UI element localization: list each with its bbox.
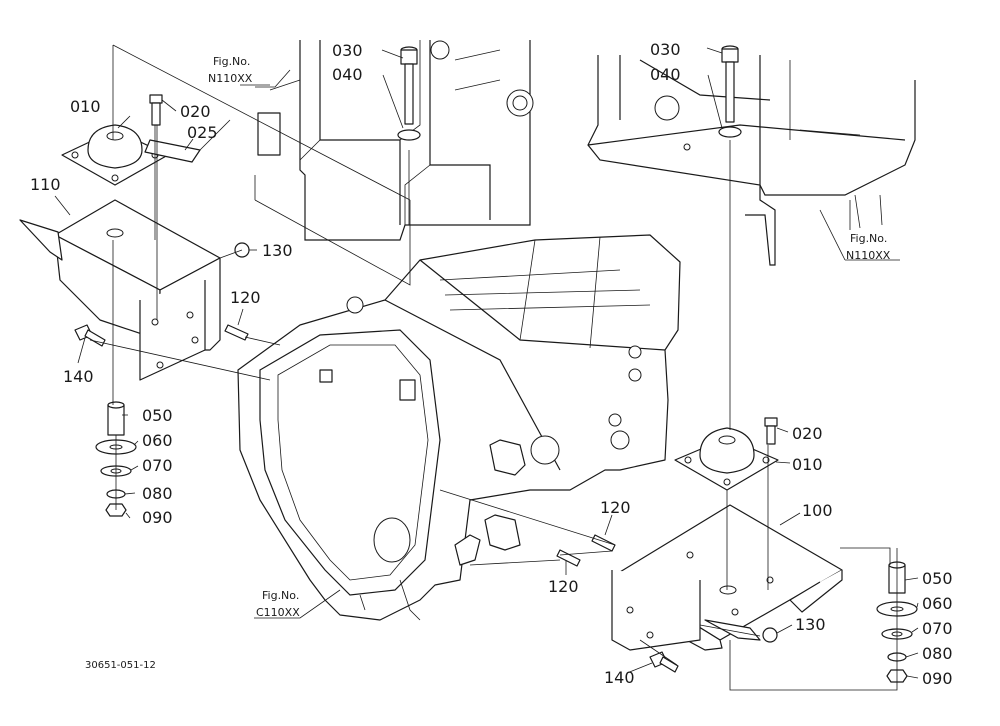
transmission-housing [237,234,681,621]
bolt-030-right [721,45,739,123]
figref-top-right-line1: Fig.No. [850,232,887,245]
document-code: 30651-051-12 [85,660,156,671]
bracket-110 [19,199,221,381]
stud-120-right-lower [556,549,581,567]
label-020-left: 020 [180,102,211,121]
label-060-right: 060 [922,594,953,613]
label-140-left: 140 [63,367,94,386]
label-080-right: 080 [922,644,953,663]
label-050-right: 050 [922,569,953,588]
washer-040-right [718,126,742,138]
figref-top-right-line2: N110XX [846,249,891,262]
label-080-left: 080 [142,484,173,503]
label-060-left: 060 [142,431,173,450]
figref-top-left-line2: N110XX [208,72,253,85]
label-010-left: 010 [70,97,101,116]
label-090-right: 090 [922,669,953,688]
label-130-right: 130 [795,615,826,634]
label-070-right: 070 [922,619,953,638]
bolt-140-right [649,651,679,673]
stud-120-left [224,324,249,341]
figref-bottom-line1: Fig.No. [262,589,299,602]
label-120-right-lower: 120 [548,577,579,596]
frame-top-left [257,40,534,241]
label-030-left: 030 [332,41,363,60]
rubber-mount-left [61,124,169,186]
assembly-guide-lines [89,44,898,691]
label-130-left: 130 [262,241,293,260]
label-140-right: 140 [604,668,635,687]
plate-025 [144,139,201,163]
rubber-mount-right [674,427,779,491]
bolt-030-left [400,46,418,125]
label-010-right: 010 [792,455,823,474]
label-020-right: 020 [792,424,823,443]
label-040-right: 040 [650,65,681,84]
label-030-right: 030 [650,40,681,59]
frame-top-right [587,55,916,266]
stud-120-right-upper [591,534,616,552]
bracket-100 [611,504,843,651]
label-090-left: 090 [142,508,173,527]
leader-lines [54,47,919,679]
label-120-left: 120 [230,288,261,307]
bolt-020-right [764,417,778,445]
label-025: 025 [187,123,218,142]
label-050-left: 050 [142,406,173,425]
label-110: 110 [30,175,61,194]
label-070-left: 070 [142,456,173,475]
figref-top-left-line1: Fig.No. [213,55,250,68]
label-040-left: 040 [332,65,363,84]
nut-130-right [762,627,778,643]
label-100: 100 [802,501,833,520]
figref-bottom-line2: C110XX [256,606,300,619]
washer-040-left [397,129,421,141]
bolt-020-left [149,94,163,126]
label-120-right-upper: 120 [600,498,631,517]
bolt-140-left [74,324,106,347]
